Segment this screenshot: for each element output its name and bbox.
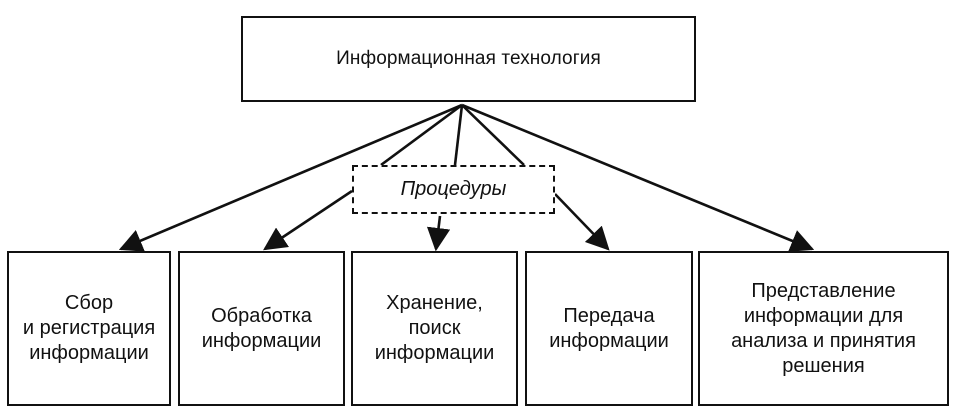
leaf-label-presentation: Представление информации для анализа и п… (731, 279, 916, 377)
arrow-procedures-to-transfer (554, 193, 610, 251)
line-root-to-procedures-right (461, 104, 525, 166)
arrow-procedures-to-storage (426, 215, 451, 252)
leaf-label-collection: Сбор и регистрация информации (22, 292, 156, 364)
root-node-label: Информационная технология (336, 48, 601, 69)
procedures-node-box: Процедуры (352, 165, 555, 214)
leaf-node-collection: Сбор и регистрация информации (7, 251, 171, 406)
line-root-to-procedures-center (453, 104, 464, 166)
leaf-label-transfer: Передача информации (549, 304, 669, 352)
leaf-label-processing: Обработка информации (201, 304, 322, 352)
procedures-node-label: Процедуры (400, 178, 507, 200)
leaf-node-transfer: Передача информации (525, 251, 693, 406)
arrow-procedures-to-processing (263, 189, 353, 251)
arrow-root-to-collection (118, 103, 463, 252)
leaf-label-storage: Хранение, поиск информации (374, 292, 495, 364)
leaf-node-presentation: Представление информации для анализа и п… (698, 251, 949, 406)
arrow-root-to-presentation (461, 103, 815, 252)
leaf-node-processing: Обработка информации (178, 251, 345, 406)
line-root-to-procedures-left (380, 103, 463, 167)
root-node-box: Информационная технология (241, 16, 696, 102)
leaf-node-storage: Хранение, поиск информации (351, 251, 518, 406)
